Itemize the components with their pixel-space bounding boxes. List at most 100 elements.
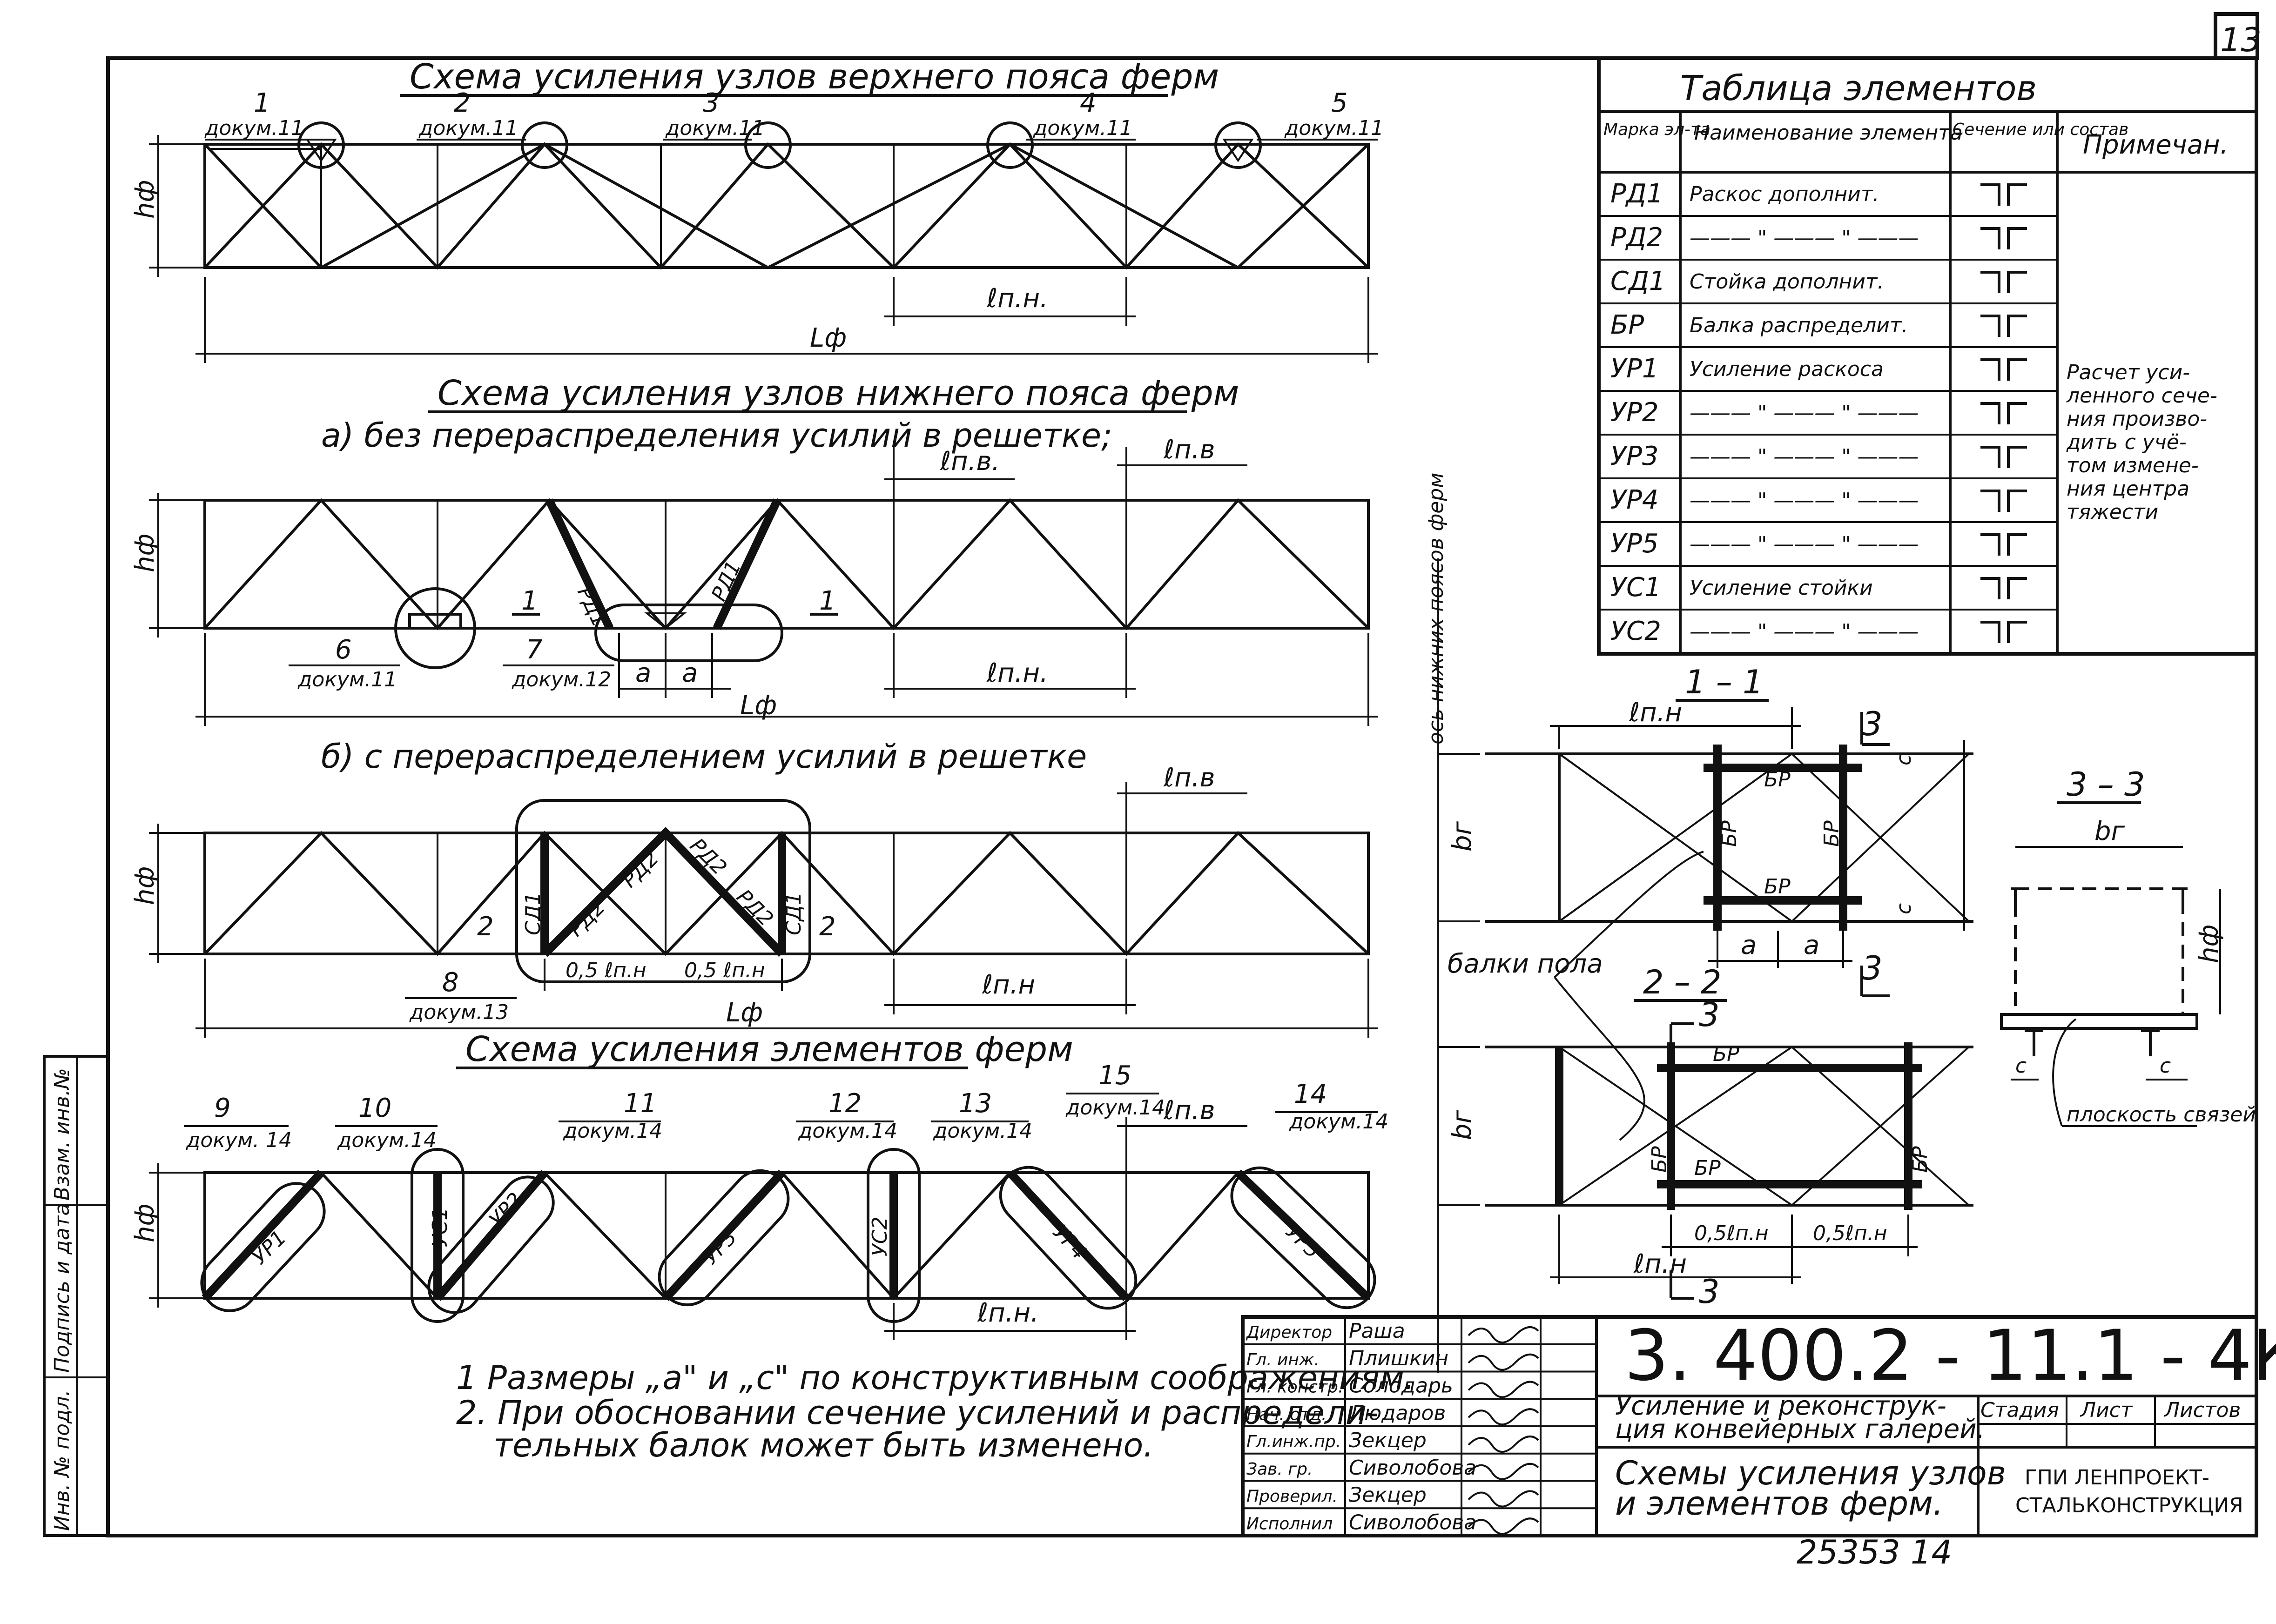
- svg-text:11: 11: [624, 1088, 657, 1119]
- node-callout-6: [394, 587, 476, 669]
- svg-text:hф: hф: [130, 534, 160, 572]
- signature-mark: [1468, 1408, 1539, 1426]
- svg-text:9: 9: [214, 1093, 231, 1123]
- svg-text:докум.11: докум.11: [1284, 116, 1384, 140]
- svg-text:с: с: [2015, 1054, 2027, 1078]
- staff-role: Гл. инж.: [1246, 1350, 1320, 1369]
- svg-text:а: а: [682, 658, 698, 688]
- staff-name: Сиволобова: [1349, 1510, 1476, 1534]
- section-symbol-icon: [1980, 402, 2027, 424]
- svg-text:БР: БР: [1713, 1042, 1739, 1066]
- svg-text:6: 6: [335, 635, 352, 665]
- svg-text:7: 7: [526, 635, 543, 665]
- elements-table: Таблица элементов Марка эл-та Наименован…: [1597, 56, 2258, 656]
- svg-text:РД2: РД2: [685, 834, 731, 880]
- table-row-name: ——— " ——— " ———: [1690, 620, 1919, 644]
- svg-text:а: а: [1804, 930, 1819, 960]
- table-row-name: Усиление стойки: [1690, 576, 1873, 600]
- truss-top-chord-scheme: [203, 121, 1370, 270]
- svg-text:2: 2: [819, 912, 836, 942]
- table-row-name: Балка распределит.: [1690, 314, 1908, 337]
- svg-text:1: 1: [521, 586, 538, 616]
- signature-mark: [1468, 1490, 1539, 1508]
- svg-text:докум. 14: докум. 14: [186, 1128, 292, 1152]
- svg-text:bг: bг: [2094, 816, 2125, 846]
- svg-text:3: 3: [1699, 996, 1720, 1034]
- svg-text:0,5 ℓп.н: 0,5 ℓп.н: [684, 959, 765, 982]
- staff-name: Плишкин: [1349, 1347, 1448, 1370]
- svg-text:ℓп.н: ℓп.н: [1633, 1249, 1687, 1279]
- truss1-dims: hф ℓп.н. Lф: [130, 135, 1378, 363]
- svg-text:с: с: [2160, 1054, 2171, 1078]
- node-callout-1: [297, 121, 345, 169]
- svg-text:РД2: РД2: [732, 885, 778, 931]
- side-stamp-sign: Подпись и дата: [50, 1203, 74, 1373]
- option-a-label: а) без перераспределения усилий в решетк…: [321, 416, 1112, 455]
- truss-elements-scheme: [200, 1148, 1376, 1323]
- svg-text:Лист: Лист: [2080, 1398, 2133, 1422]
- staff-role: Зав. гр.: [1246, 1460, 1313, 1479]
- section-symbol-icon: [1980, 533, 2027, 556]
- svg-text:ℓп.в: ℓп.в: [1163, 763, 1215, 793]
- svg-text:ℓп.в: ℓп.в: [1163, 435, 1215, 465]
- signature-mark: [1468, 1517, 1539, 1535]
- svg-text:Lф: Lф: [810, 323, 847, 353]
- svg-text:РД2: РД2: [618, 846, 664, 893]
- svg-text:2: 2: [477, 912, 494, 942]
- svg-text:БР: БР: [1908, 1146, 1932, 1173]
- svg-text:докум.14: докум.14: [1065, 1096, 1165, 1120]
- staff-name: Солодарь: [1349, 1374, 1453, 1398]
- node-callout-4: [986, 121, 1034, 169]
- signature-mark: [1468, 1326, 1539, 1343]
- svg-text:ℓп.н.: ℓп.н.: [977, 1298, 1039, 1328]
- svg-text:СД1: СД1: [521, 892, 545, 935]
- svg-text:Расчет уси-: Расчет уси-: [2067, 361, 2190, 384]
- staff-role: Гл. констр.: [1246, 1378, 1343, 1397]
- svg-text:ℓп.в.: ℓп.в.: [940, 446, 1000, 476]
- staff-role: Исполнил: [1246, 1514, 1333, 1533]
- svg-text:ℓп.н: ℓп.н: [982, 970, 1035, 1000]
- svg-text:ция конвейерных галерей.: ция конвейерных галерей.: [1615, 1414, 1985, 1444]
- elements-title: Схема усиления элементов ферм: [465, 1029, 1073, 1069]
- signature-mark: [1468, 1353, 1539, 1371]
- svg-text:1: 1: [254, 88, 270, 118]
- table-title: Таблица элементов: [1680, 68, 2037, 108]
- svg-text:докум.12: докум.12: [512, 668, 611, 691]
- side-stamp-inv: Инв. № подл.: [50, 1389, 74, 1531]
- svg-text:ℓп.н.: ℓп.н.: [986, 283, 1048, 314]
- node-callout-3: [744, 121, 792, 169]
- truss3-labels: СД1 СД1 РД2 РД2 РД2 РД2 2 2 8 докум.13 h…: [130, 763, 1378, 1038]
- svg-text:БР: БР: [1764, 875, 1791, 899]
- svg-text:8: 8: [442, 967, 459, 998]
- table-note: Расчет уси- ленного сече- ния произво- д…: [2066, 361, 2217, 524]
- svg-text:БР: БР: [1764, 768, 1791, 792]
- svg-text:УР5: УР5: [1281, 1220, 1325, 1263]
- table-row-mark: СД1: [1610, 266, 1665, 296]
- table-row-name: Стойка дополнит.: [1690, 270, 1884, 294]
- svg-text:0,5ℓп.н: 0,5ℓп.н: [1694, 1221, 1769, 1245]
- side-stamp: Инв. № подл. Подпись и дата Взам. инв.№: [43, 1055, 109, 1537]
- table-row-name: Усиление раскоса: [1690, 357, 1884, 381]
- svg-text:УР1: УР1: [248, 1226, 291, 1269]
- svg-text:БР: БР: [1717, 820, 1741, 847]
- svg-text:РД2: РД2: [564, 895, 610, 941]
- svg-text:1: 1: [819, 586, 836, 616]
- side-stamp-replace: Взам. инв.№: [50, 1068, 74, 1201]
- top-chord-title: Схема усиления узлов верхнего пояса ферм: [410, 57, 1219, 97]
- table-row-mark: УР2: [1610, 397, 1659, 428]
- svg-text:Листов: Листов: [2163, 1398, 2241, 1422]
- svg-text:а: а: [1741, 930, 1757, 960]
- svg-text:балки пола: балки пола: [1448, 949, 1603, 979]
- staff-role: Проверил.: [1246, 1487, 1338, 1506]
- svg-text:hф: hф: [130, 866, 160, 905]
- svg-text:докум.14: докум.14: [1289, 1110, 1388, 1134]
- svg-text:ℓп.н: ℓп.н: [1629, 698, 1682, 728]
- option-b-label: б) с перераспределением усилий в решетке: [321, 738, 1087, 776]
- svg-text:hф: hф: [130, 1204, 160, 1242]
- staff-name: Сиволобова: [1349, 1456, 1476, 1480]
- table-row-mark: УС2: [1610, 616, 1661, 646]
- svg-text:0,5 ℓп.н: 0,5 ℓп.н: [566, 959, 646, 982]
- svg-text:25353 14: 25353 14: [1797, 1533, 1952, 1571]
- svg-text:ось нижних поясов ферм: ось нижних поясов ферм: [1424, 473, 1448, 745]
- svg-text:Lф: Lф: [740, 691, 777, 721]
